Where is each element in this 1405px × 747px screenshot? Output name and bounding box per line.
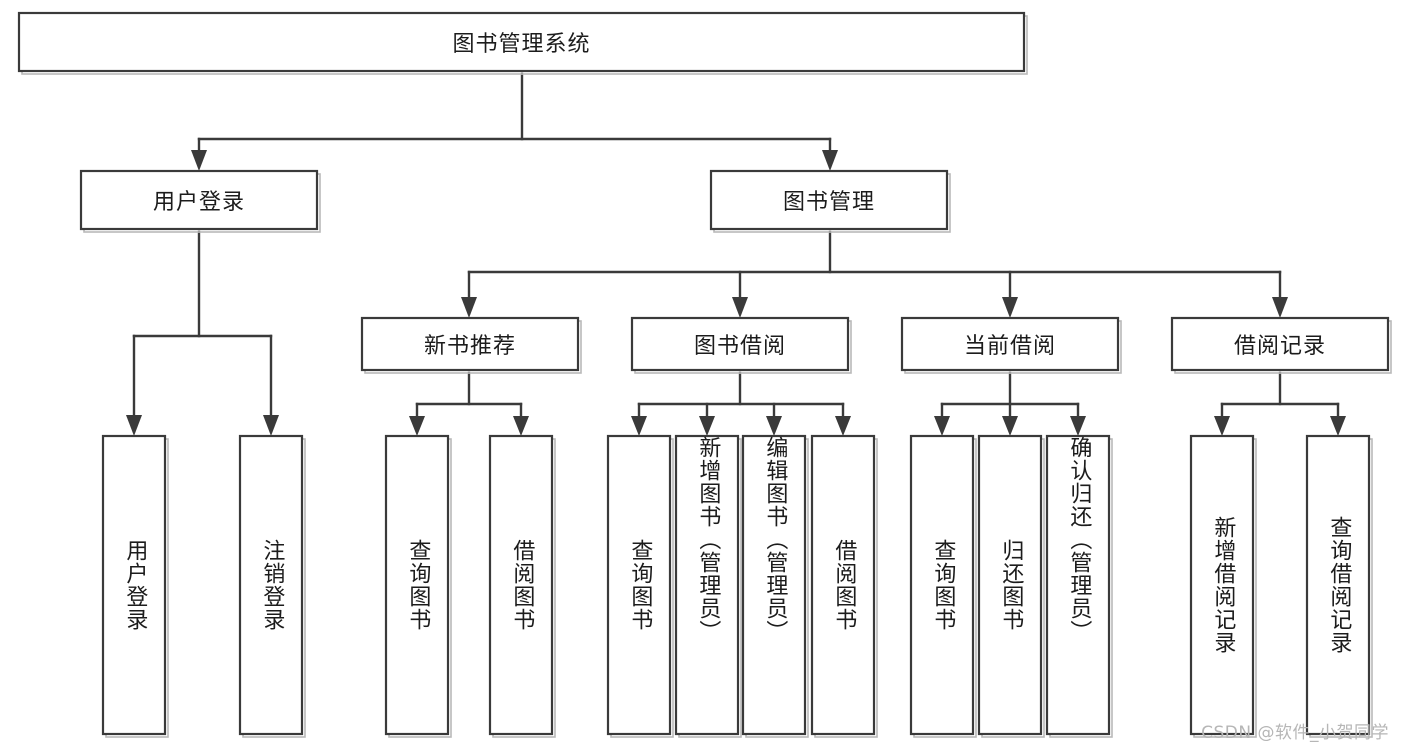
node-box-leaf-user-login[interactable] xyxy=(101,434,167,736)
arrow-head-leaf-return-book xyxy=(1002,416,1018,436)
node-box-borrow-record[interactable] xyxy=(1170,316,1390,372)
arrow-head-book-borrow xyxy=(732,297,748,318)
node-box-book-manage[interactable] xyxy=(709,169,949,231)
arrow-head-leaf-add-book xyxy=(699,416,715,436)
node-box-current-borrow[interactable] xyxy=(900,316,1120,372)
node-box-leaf-confirm-return[interactable] xyxy=(1045,434,1111,736)
arrow-head-leaf-edit-book xyxy=(766,416,782,436)
arrow-head-current-borrow xyxy=(1002,297,1018,318)
edge-group-current-borrow xyxy=(934,371,1086,436)
node-box-book-borrow[interactable] xyxy=(630,316,850,372)
node-box-new-book-rec[interactable] xyxy=(360,316,580,372)
arrow-head-user-login xyxy=(191,150,207,171)
arrow-head-leaf-query-book-a xyxy=(409,416,425,436)
edge-group-borrow-record xyxy=(1214,371,1346,436)
arrow-head-leaf-logout xyxy=(263,415,279,436)
node-box-leaf-query-book-a[interactable] xyxy=(384,434,450,736)
edge-group-book-manage xyxy=(461,230,1288,318)
arrow-head-borrow-record xyxy=(1272,297,1288,318)
arrow-head-leaf-query-record xyxy=(1330,416,1346,436)
edge-group-book-borrow xyxy=(631,371,851,436)
node-box-root[interactable] xyxy=(17,11,1026,73)
edge-group-new-book-rec xyxy=(409,371,529,436)
node-box-leaf-query-book-c[interactable] xyxy=(909,434,975,736)
arrow-head-leaf-confirm-return xyxy=(1070,416,1086,436)
node-box-leaf-borrow-book-a[interactable] xyxy=(488,434,554,736)
edge-group-root xyxy=(191,72,838,171)
arrow-head-leaf-borrow-book-b xyxy=(835,416,851,436)
node-box-user-login[interactable] xyxy=(79,169,319,231)
node-box-leaf-query-book-b[interactable] xyxy=(606,434,672,736)
edge-group-user-login xyxy=(126,230,279,436)
node-box-leaf-add-record[interactable] xyxy=(1189,434,1255,736)
arrow-head-leaf-query-book-b xyxy=(631,416,647,436)
arrow-head-leaf-borrow-book-a xyxy=(513,416,529,436)
arrow-head-leaf-user-login xyxy=(126,415,142,436)
node-box-leaf-return-book[interactable] xyxy=(977,434,1043,736)
node-box-leaf-edit-book[interactable] xyxy=(741,434,807,736)
node-box-leaf-borrow-book-b[interactable] xyxy=(810,434,876,736)
arrow-head-leaf-add-record xyxy=(1214,416,1230,436)
arrow-head-book-manage xyxy=(822,150,838,171)
node-box-leaf-add-book[interactable] xyxy=(674,434,740,736)
arrow-head-leaf-query-book-c xyxy=(934,416,950,436)
arrow-head-new-book-rec xyxy=(461,297,477,318)
node-box-leaf-query-record[interactable] xyxy=(1305,434,1371,736)
node-box-leaf-logout[interactable] xyxy=(238,434,304,736)
